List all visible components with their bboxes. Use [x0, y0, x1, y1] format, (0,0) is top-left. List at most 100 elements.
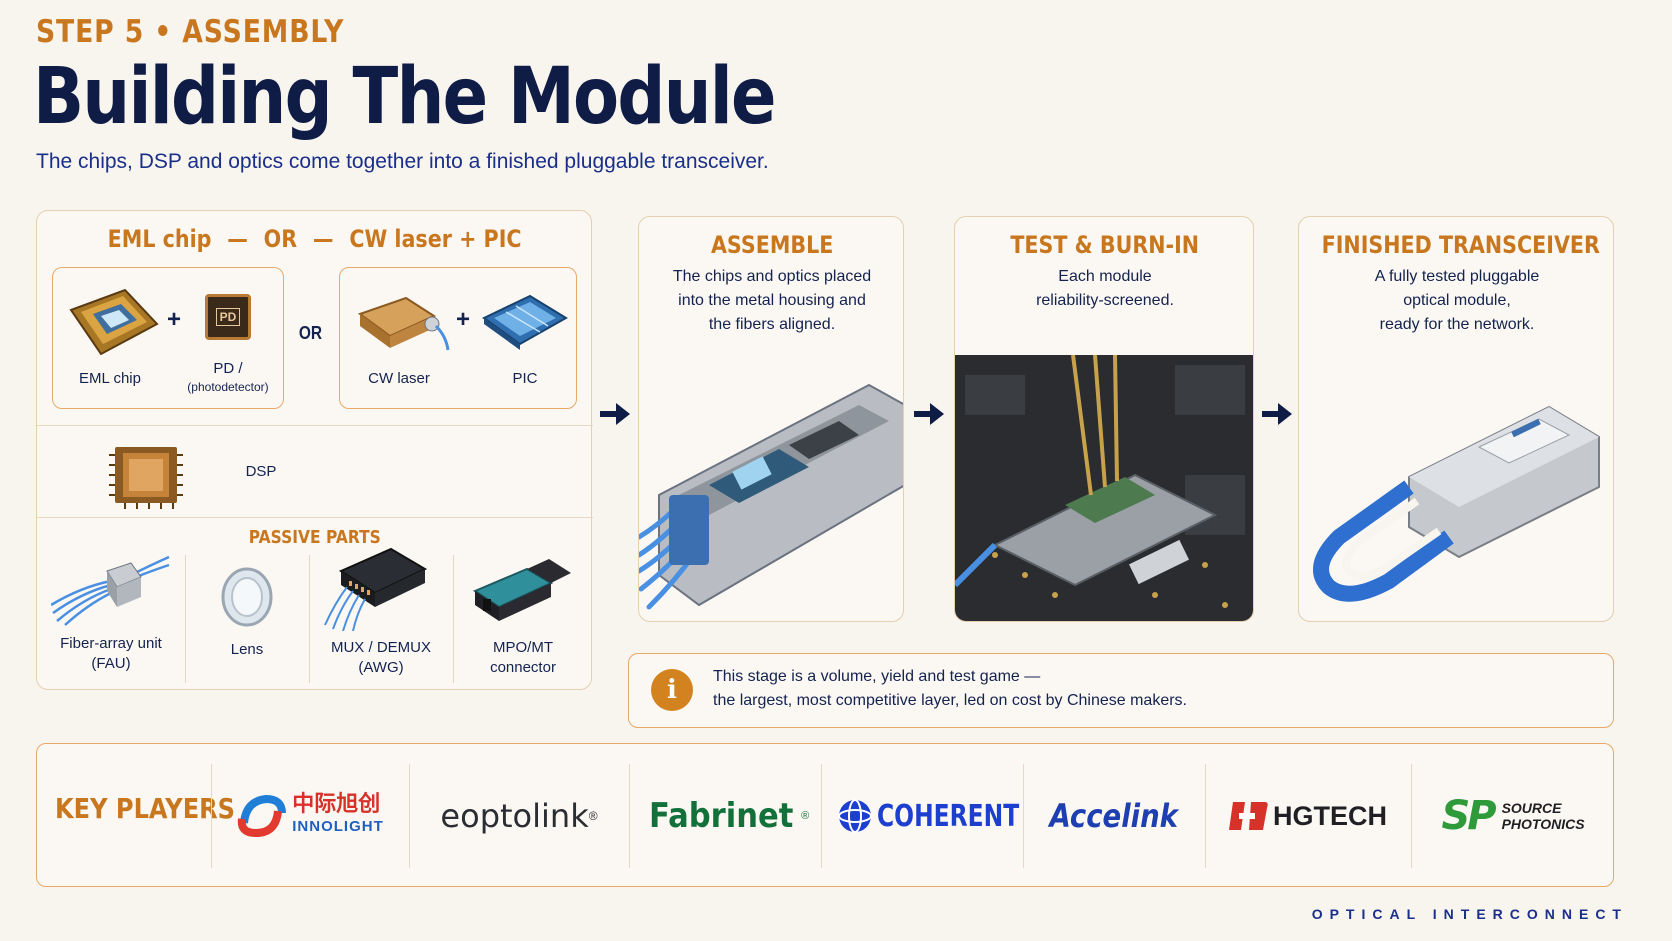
players-divider — [1205, 764, 1206, 868]
eml-chip-label: EML chip — [79, 370, 141, 387]
key-players-title: KEY PLAYERS — [55, 792, 236, 825]
players-divider — [1023, 764, 1024, 868]
info-icon: i — [651, 669, 693, 711]
fabrinet-logo: Fabrinet ® — [629, 774, 821, 858]
stage-test-line2: reliability-screened. — [1036, 292, 1174, 309]
footer-label: OPTICAL INTERCONNECT — [1311, 906, 1628, 922]
stage-finished: FINISHED TRANSCEIVER A fully tested plug… — [1298, 216, 1614, 622]
pd-label-line1: PD / — [213, 360, 243, 377]
eoptolink-text: eoptolink — [440, 797, 589, 835]
stage-test-line1: Each module — [1058, 268, 1152, 285]
or-label: OR — [298, 323, 323, 343]
sp-line2: PHOTONICS — [1501, 816, 1585, 832]
hgtech-logo: HGTECH — [1205, 774, 1411, 858]
page-title: Building The Module — [33, 52, 777, 142]
stage-finished-line1: A fully tested pluggable — [1374, 268, 1540, 285]
innolight-logo: 中际旭创 INNOLIGHT — [211, 774, 409, 858]
coherent-text: COHERENT — [877, 798, 1020, 834]
mpo-label-line2: connector — [490, 659, 556, 676]
arrow-right-icon — [600, 403, 630, 425]
passive-divider-1 — [185, 555, 186, 683]
pic-label: PIC — [512, 370, 538, 387]
stage-finished-title: FINISHED TRANSCEIVER — [1321, 231, 1600, 259]
players-divider — [211, 764, 212, 868]
stage-assemble-line3: the fibers aligned. — [708, 316, 836, 333]
source-photonics-logo: SP SOURCE PHOTONICS — [1411, 774, 1615, 858]
lens-label: Lens — [230, 641, 264, 658]
inputs-panel: EML chip — OR — CW laser + PIC + PD EML … — [36, 210, 593, 690]
heading-cw-pic: CW laser + PIC — [349, 225, 522, 253]
dsp-label: DSP — [245, 463, 277, 480]
fau-label-line1: Fiber-array unit — [60, 635, 162, 652]
page-subtitle: The chips, DSP and optics come together … — [36, 150, 769, 173]
pic-image — [482, 294, 568, 350]
cw-laser-label: CW laser — [368, 370, 430, 387]
sp-line1: SOURCE — [1501, 800, 1562, 816]
innolight-mark-icon — [238, 794, 287, 838]
arrow-right-icon — [1262, 403, 1292, 425]
test-burn-in-image — [955, 355, 1253, 621]
stage-test: TEST & BURN-IN Each module reliability-s… — [954, 216, 1254, 622]
info-line1: This stage is a volume, yield and test g… — [713, 668, 1041, 685]
hgtech-text: HGTECH — [1273, 800, 1387, 831]
cw-pic-box: + CW laser PIC — [339, 267, 577, 409]
coherent-logo: COHERENT — [821, 774, 1023, 858]
info-line2: the largest, most competitive layer, led… — [713, 692, 1187, 709]
info-box: i This stage is a volume, yield and test… — [628, 653, 1614, 728]
stage-assemble-title: ASSEMBLE — [710, 231, 834, 259]
fabrinet-text: Fabrinet — [648, 796, 794, 836]
cw-laser-image — [357, 296, 450, 351]
eml-chip-image — [69, 288, 159, 356]
stage-finished-line3: ready for the network. — [1379, 316, 1535, 333]
inputs-heading: EML chip — OR — CW laser + PIC — [108, 225, 522, 253]
plus-sign-2: + — [456, 306, 471, 333]
stage-assemble-line1: The chips and optics placed — [672, 268, 872, 285]
passive-divider-2 — [309, 555, 310, 683]
inputs-divider-2 — [37, 517, 593, 518]
mux-label-line1: MUX / DEMUX — [330, 639, 431, 656]
heading-or: OR — [264, 225, 298, 253]
eoptolink-reg: ® — [588, 809, 598, 823]
fau-label-line2: (FAU) — [91, 655, 131, 672]
passive-divider-3 — [453, 555, 454, 683]
mux-demux-image — [324, 547, 428, 631]
dsp-chip-image — [109, 447, 183, 509]
lens-image — [221, 567, 273, 627]
pd-chip-image: PD — [205, 294, 251, 340]
pd-label-line2: (photodetector) — [187, 380, 269, 394]
innolight-en: INNOLIGHT — [292, 818, 384, 835]
players-divider — [629, 764, 630, 868]
stage-assemble: ASSEMBLE The chips and optics placed int… — [638, 216, 904, 622]
stage-assemble-line2: into the metal housing and — [678, 292, 866, 309]
players-divider — [1411, 764, 1412, 868]
plus-sign-1: + — [167, 306, 182, 333]
fabrinet-reg: ® — [801, 810, 810, 822]
eml-pd-box: + PD EML chip PD / (photodetector) — [52, 267, 284, 409]
info-icon-glyph: i — [667, 675, 677, 705]
key-players-box: KEY PLAYERS 中际旭创 INNOLIGHT eoptolink ® F… — [36, 743, 1614, 887]
pd-badge: PD — [215, 308, 241, 326]
innolight-cn: 中际旭创 — [292, 792, 381, 817]
accelink-logo: Accelink — [1023, 774, 1205, 858]
coherent-globe-icon — [838, 799, 872, 833]
assembly-image — [639, 383, 903, 610]
hgtech-mark-icon — [1229, 802, 1268, 830]
finished-transceiver-image — [1313, 405, 1600, 602]
mpo-label-line1: MPO/MT — [493, 639, 553, 656]
eoptolink-logo: eoptolink ® — [409, 774, 629, 858]
players-divider — [409, 764, 410, 868]
accelink-text: Accelink — [1049, 797, 1179, 835]
heading-eml: EML chip — [108, 225, 212, 253]
mux-label-line2: (AWG) — [358, 659, 404, 676]
stage-test-title: TEST & BURN-IN — [1010, 231, 1200, 259]
fau-image — [51, 555, 170, 626]
players-divider — [821, 764, 822, 868]
passive-title-wrap: PASSIVE PARTS — [37, 527, 593, 548]
passive-title: PASSIVE PARTS — [248, 527, 382, 548]
sp-mark: SP — [1441, 793, 1496, 839]
step-label: STEP 5 • ASSEMBLY — [36, 14, 345, 50]
inputs-divider-1 — [37, 425, 593, 426]
stage-finished-line2: optical module, — [1403, 292, 1511, 309]
arrow-right-icon — [914, 403, 944, 425]
mpo-connector-image — [472, 559, 571, 621]
